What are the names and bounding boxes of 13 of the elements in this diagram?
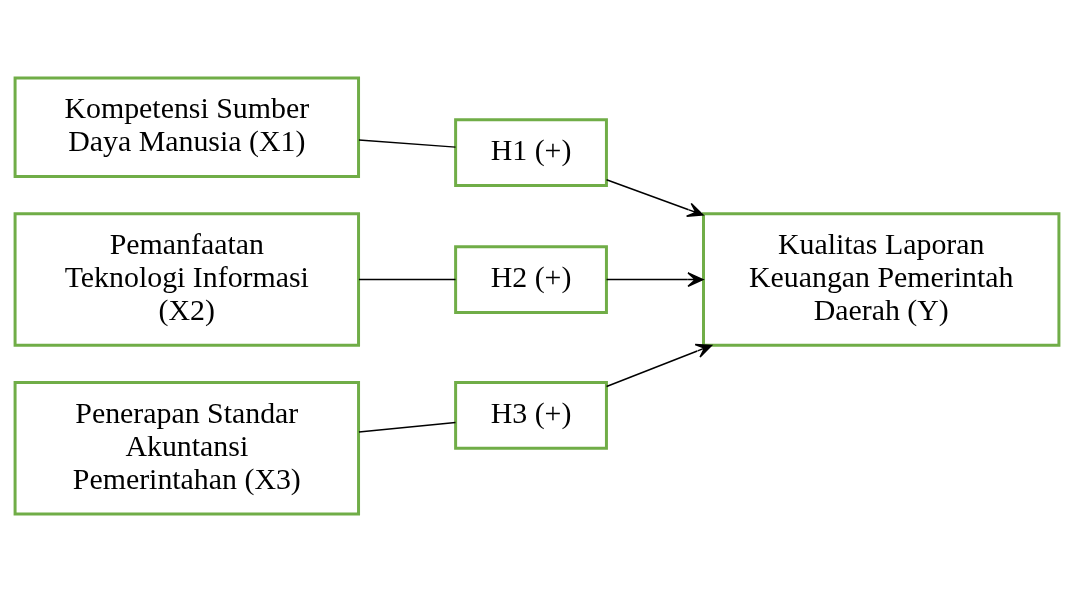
node-box: Kualitas Laporan Keuangan Pemerintah Daerah (Y) [702,211,1061,347]
node-box: H3 (+) [454,380,608,450]
node-box: Kompetensi Sumber Daya Manusia (X1) [13,75,361,178]
node-box: H1 (+) [454,117,608,187]
node-box: Pemanfaatan Teknologi Informasi (X2) [13,211,361,347]
node-box: Penerapan Standar Akuntansi Pemerintahan (X3) [13,380,361,516]
connector [358,278,457,280]
connector [358,138,457,148]
arrow [605,271,704,287]
arrow [605,178,704,217]
node-box: H2 (+) [454,244,608,314]
connector [358,421,457,433]
arrow [605,343,713,387]
